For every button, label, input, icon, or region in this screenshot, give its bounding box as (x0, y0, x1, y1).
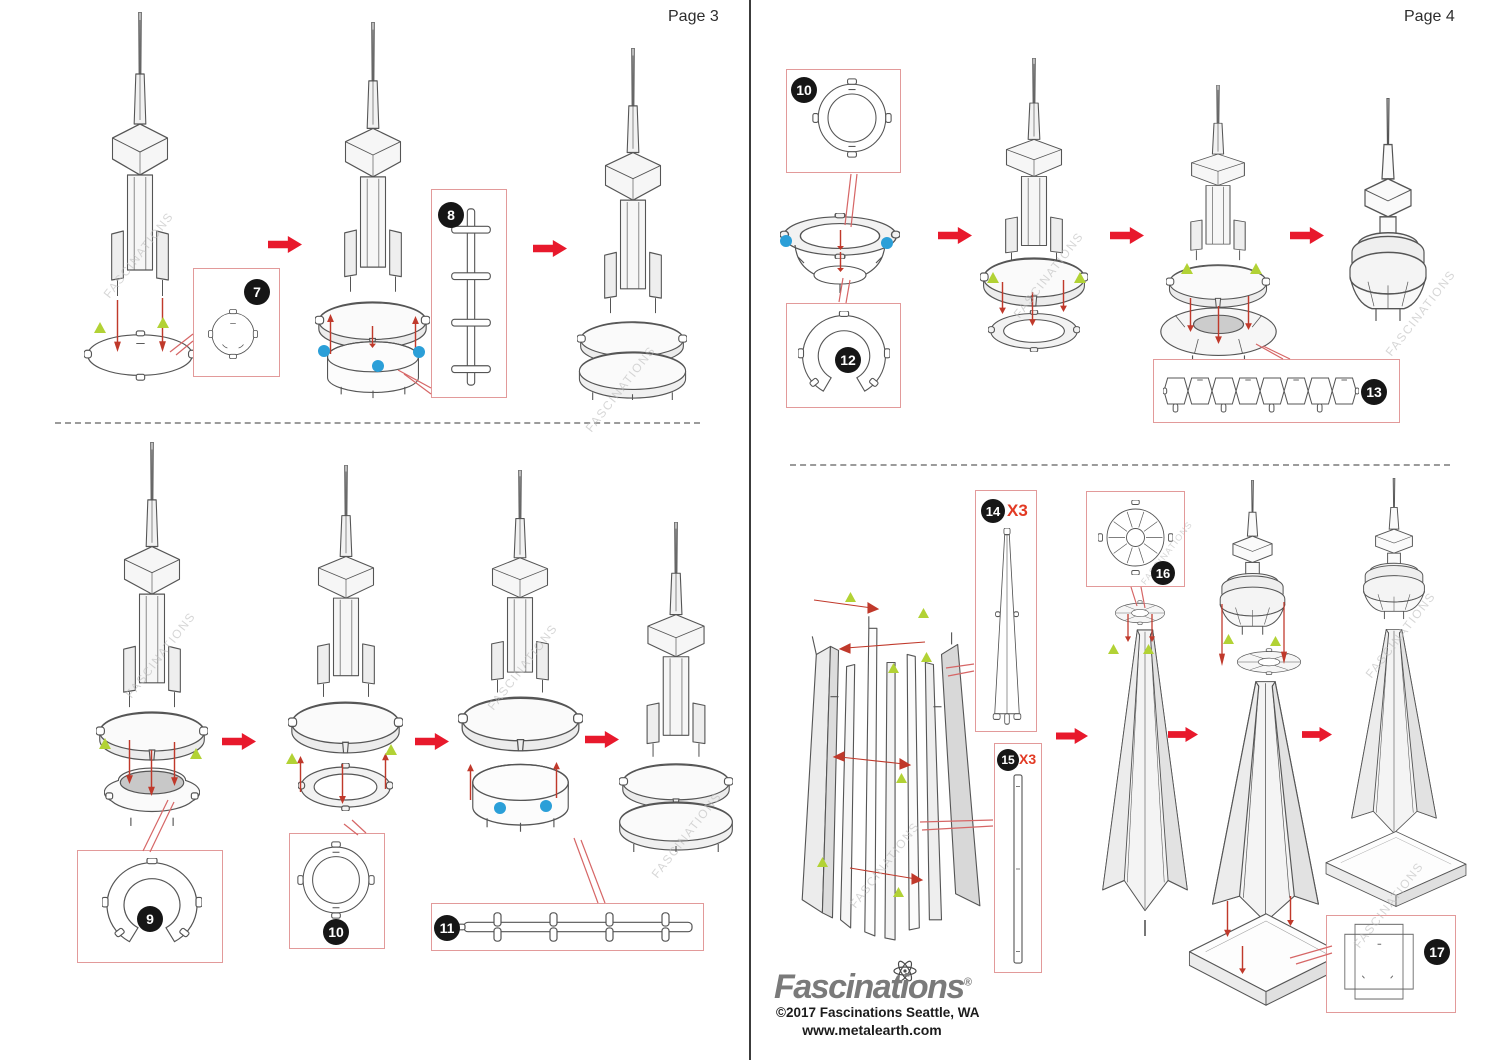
page-3-label: Page 3 (668, 8, 719, 25)
arrow-right-icon (1290, 227, 1324, 244)
arrow-right-icon (533, 240, 567, 257)
copyright-line: ©2017 Fascinations Seattle, WA (776, 1005, 980, 1020)
page-4-label: Page 4 (1404, 8, 1455, 25)
arrow-right-icon (222, 733, 256, 750)
brand-logo-text: Fascinations (774, 968, 965, 1006)
atom-icon (893, 960, 917, 982)
p3-step5-tower-illustration (458, 470, 583, 833)
part-7-illustration (208, 309, 258, 359)
part-17-illustration (1344, 923, 1414, 1000)
part-11-badge: 11 (434, 915, 460, 941)
page4-step-divider (790, 464, 1450, 466)
part-11-illustration (458, 912, 693, 942)
registered-trademark-mark: ® (963, 976, 972, 989)
part-8-badge: 8 (438, 202, 464, 228)
part-9-illustration (102, 858, 202, 943)
part-16-badge: 16 (1151, 561, 1175, 585)
page3-step-divider (55, 422, 700, 424)
p3-step1-tower-illustration (84, 12, 196, 381)
p4-shaft-with-gear-illustration (1102, 600, 1188, 936)
part-13-illustration (1163, 377, 1359, 413)
p3-step5-result-tower (619, 522, 733, 852)
p4-step2-result-top-assembly (1349, 98, 1427, 322)
part-10-badge-p4: 10 (791, 77, 817, 103)
p4-step1-tower-illustration (980, 58, 1088, 352)
p4-finished-model-illustration (1325, 478, 1467, 907)
arrow-right-icon (585, 731, 619, 748)
brand-logo: Fascinations® (774, 968, 972, 1007)
arrow-right-icon (415, 733, 449, 750)
p4-ring-dome-subassembly (780, 213, 900, 293)
p3-step4-tower-illustration (288, 465, 403, 811)
part-17-badge: 17 (1424, 939, 1450, 965)
part-10-illustration-p3 (297, 841, 375, 919)
part-10-illustration-p4 (812, 78, 892, 158)
page-divider-line (749, 0, 751, 1060)
website-url: www.metalearth.com (802, 1022, 942, 1038)
part-15-badge: 15 (997, 749, 1019, 771)
part-12-badge: 12 (835, 347, 861, 373)
arrow-right-icon (268, 236, 302, 253)
p3-step2-tower-illustration (315, 22, 430, 399)
arrow-right-icon (1110, 227, 1144, 244)
part-14-badge: 14 (981, 499, 1005, 523)
arrow-right-icon (938, 227, 972, 244)
p3-step3-tower-illustration (96, 442, 208, 827)
part-13-badge: 13 (1361, 379, 1387, 405)
part-14-illustration (992, 528, 1022, 725)
part-15-illustration (1013, 774, 1023, 964)
p3-step2-result-tower (577, 48, 687, 400)
part-7-badge: 7 (244, 279, 270, 305)
part-17-callout-box: 17 (1326, 915, 1456, 1013)
part-15-quantity-label: X3 (1019, 751, 1037, 767)
arrow-right-icon (1056, 728, 1088, 744)
part-14-quantity-label: X3 (1007, 501, 1028, 520)
p4-panel-assembly-illustration (801, 615, 981, 941)
part-10-badge-p3: 10 (323, 919, 349, 945)
part-8-illustration (451, 208, 491, 386)
part-9-badge: 9 (137, 906, 163, 932)
p4-step2-tower-illustration (1160, 85, 1277, 366)
